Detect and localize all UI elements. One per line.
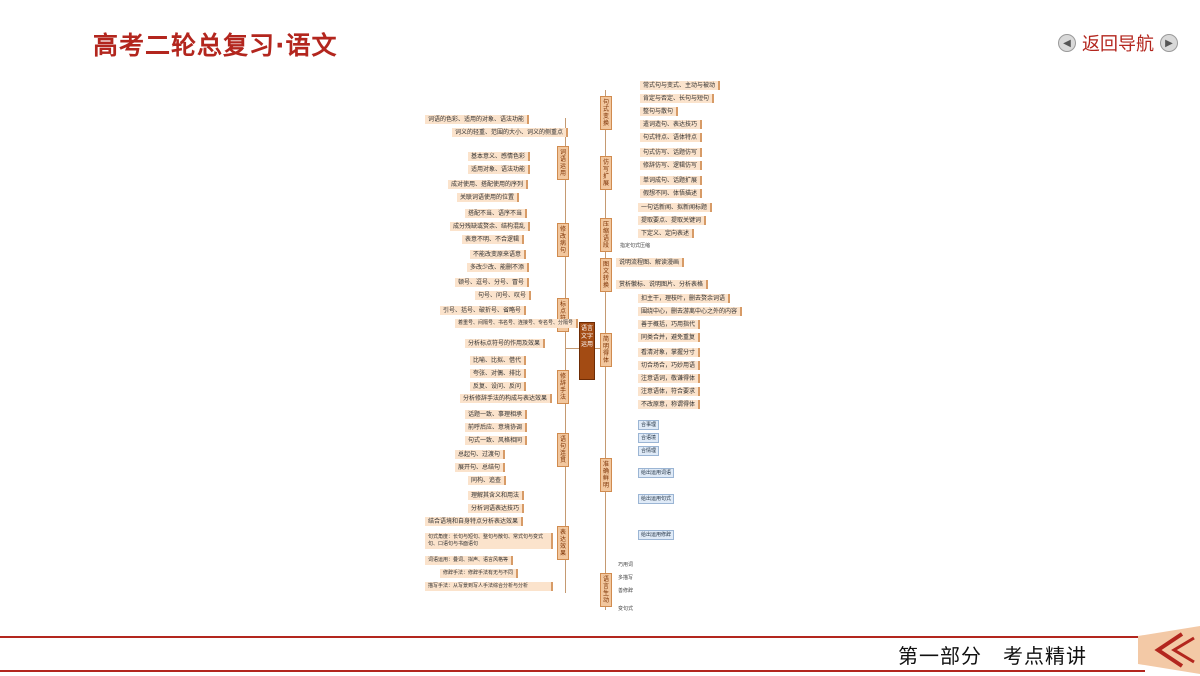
map-node: 给出运用句式	[638, 494, 675, 504]
map-node: 遣词造句、表达技巧	[640, 120, 703, 129]
map-node: 基本意义、感情色彩	[468, 152, 531, 161]
map-node: 结合语境和自身特点分析表达效果	[425, 517, 524, 526]
mindmap-center: 语言文字运用	[579, 322, 595, 380]
map-node: 围绕中心，删去游离中心之外的内容	[638, 307, 743, 316]
branch-label-accurate: 准确鲜明	[600, 458, 612, 492]
map-node: 同类合并，避免重复	[638, 333, 701, 342]
map-node: 分析标点符号的作用及效果	[465, 339, 546, 348]
map-node: 不改原意，称谓得体	[638, 400, 701, 409]
branch-label-word-use: 词语运用	[557, 146, 569, 180]
map-node: 夸张、对偶、排比	[470, 369, 527, 378]
map-node: 注意语词，敬谦得体	[638, 374, 701, 383]
map-node: 肯定与否定、长句与短句	[640, 94, 715, 103]
map-node: 成对使用、搭配使用的序列	[448, 180, 529, 189]
map-node: 合语境	[638, 433, 660, 443]
branch-label-graphic-conversion: 图文转换	[600, 258, 612, 292]
mindmap: 语言文字运用 词语运用 词语的色彩、适用的对象、语法功能 词义的轻重、范围的大小…	[420, 78, 790, 623]
map-node: 描写手法：从写景到写人手法综合分析与分析	[425, 582, 553, 591]
map-node: 提取要点、提取关键词	[638, 216, 707, 225]
map-node: 变句式	[618, 606, 634, 612]
map-node: 给出运用修辞	[638, 530, 675, 540]
map-node: 假想不同、体悟描述	[640, 189, 703, 198]
map-node: 单词成句、话题扩展	[640, 176, 703, 185]
map-node: 词语的色彩、适用的对象、语法功能	[425, 115, 530, 124]
map-node: 展开句、总结句	[455, 463, 506, 472]
back-to-nav-button[interactable]: ◀ 返回导航 ▶	[1058, 30, 1178, 56]
map-node: 同构、追查	[468, 476, 507, 485]
map-node: 下定义、定向表述	[638, 229, 695, 238]
map-node: 句式仿写、话题仿写	[640, 148, 703, 157]
map-node: 理解其含义和用法	[468, 491, 525, 500]
map-node: 分析词语表达技巧	[468, 504, 525, 513]
map-node: 合事理	[638, 420, 660, 430]
nav-label: 返回导航	[1082, 34, 1154, 55]
map-node: 说明流程图、解读漫画	[616, 258, 685, 267]
map-node: 句式一致、风格相同	[465, 436, 528, 445]
map-node: 指定句式压缩	[620, 243, 651, 249]
footer-divider-top	[0, 636, 1145, 638]
map-node: 比喻、比拟、借代	[470, 356, 527, 365]
map-node: 句式特点、语体特点	[640, 133, 703, 142]
map-node: 合情理	[638, 446, 660, 456]
map-node: 善修辞	[618, 588, 634, 594]
map-node: 词义的轻重、范围的大小、词义的侧重点	[452, 128, 569, 137]
map-node: 引号、括号、破折号、省略号	[440, 306, 527, 315]
map-node: 整句与散句	[640, 107, 679, 116]
map-node: 多改少改、能删不添	[467, 263, 530, 272]
branch-label-rhetoric: 修辞手法	[557, 370, 569, 404]
map-node: 前呼后应、意境协调	[465, 423, 528, 432]
map-node: 切合场合，巧妙用语	[638, 361, 701, 370]
map-node: 适用对象、语法功能	[468, 165, 531, 174]
map-node: 多描写	[618, 575, 634, 581]
page-title: 高考二轮总复习·语文	[93, 31, 338, 60]
map-node: 修辞仿写、逻辑仿写	[640, 161, 703, 170]
map-node: 扣主干，理枝叶，删去赘余词语	[638, 294, 731, 303]
map-node: 分析修辞手法的构成与表达效果	[460, 394, 553, 403]
map-node: 句式角度：长句与短句、整句与散句、常式句与变式句、口语句与书面语句	[425, 533, 553, 549]
branch-label-expression-effect: 表达效果	[557, 526, 569, 560]
map-node: 着重号、间隔号、书名号、连接号、专名号、分隔号	[455, 319, 579, 328]
map-node: 常式句与变式、主动与被动	[640, 81, 721, 90]
map-node: 成分残缺或赘余、结构混乱	[450, 222, 531, 231]
map-node: 关联词语使用的位置	[457, 193, 520, 202]
branch-label-sentence-correction: 修改病句	[557, 223, 569, 257]
map-node: 搭配不当、语序不当	[465, 209, 528, 218]
map-node: 表意不明、不合逻辑	[462, 235, 525, 244]
footer-divider-bottom	[0, 670, 1145, 672]
map-node: 看清对象，掌握分寸	[638, 348, 701, 357]
prev-arrow-icon[interactable]: ◀	[1058, 34, 1076, 52]
section-label: 第一部分 考点精讲	[898, 644, 1087, 668]
map-node: 善于概括，巧用指代	[638, 320, 701, 329]
map-node: 给出运用词语	[638, 468, 675, 478]
section-chevron-icon	[1138, 626, 1200, 674]
branch-label-coherence: 语句连贯	[557, 433, 569, 467]
map-node: 一句话新闻、拟新闻标题	[638, 203, 713, 212]
branch-label-compression: 压缩语段	[600, 218, 612, 252]
map-node: 句号、问号、叹号	[475, 291, 532, 300]
map-node: 注意语体，符合要求	[638, 387, 701, 396]
branch-label-concise: 简明得体	[600, 333, 612, 367]
map-node: 顿号、逗号、分号、冒号	[455, 278, 530, 287]
map-node: 词语运用：叠词、拟声、语言风格等	[425, 556, 514, 565]
map-node: 修辞手法：修辞手法有无与不同	[440, 569, 519, 578]
branch-label-imitation: 仿写扩展	[600, 156, 612, 190]
branch-label-vivid: 语言生动	[600, 573, 612, 607]
map-node: 话题一致、事理相承	[465, 410, 528, 419]
branch-label-sentence-transform: 句式变换	[600, 96, 612, 130]
map-node: 巧用词	[618, 562, 634, 568]
map-node: 赏析徽标、说明图片、分析表格	[616, 280, 709, 289]
map-node: 反复、设问、反问	[470, 382, 527, 391]
next-arrow-icon[interactable]: ▶	[1160, 34, 1178, 52]
map-node: 总起句、过渡句	[455, 450, 506, 459]
map-node: 不能改变原来语意	[470, 250, 527, 259]
